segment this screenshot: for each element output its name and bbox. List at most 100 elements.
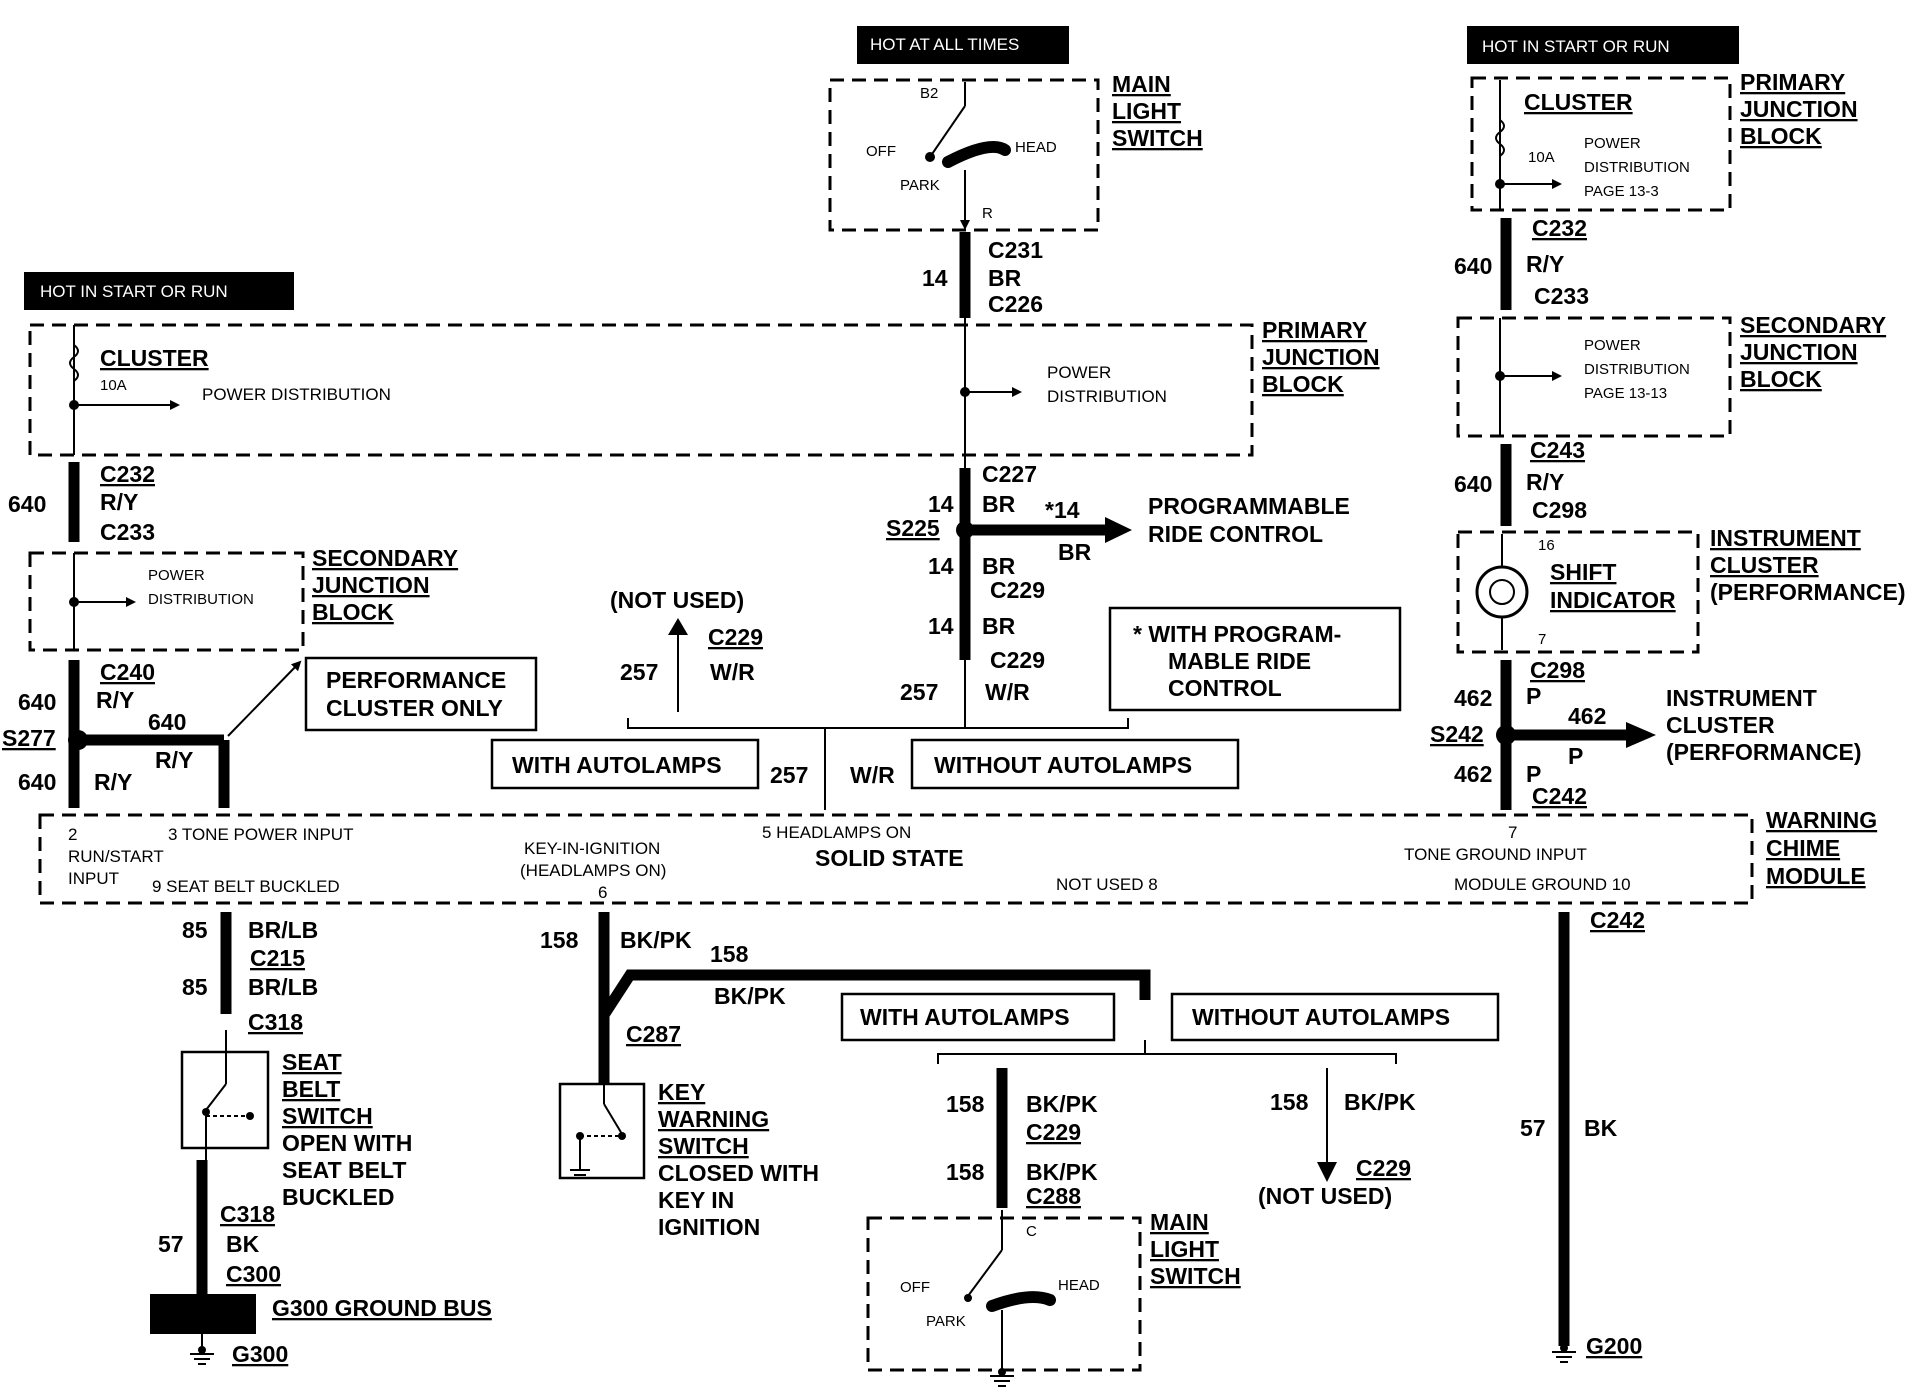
wcm-2: CHIME (1766, 835, 1840, 861)
sb-desc-3: BUCKLED (282, 1184, 394, 1210)
right-primary-junction-block (1470, 76, 1732, 212)
sb-brlb1: BR/LB (248, 917, 318, 943)
prc-1: PROGRAMMABLE (1148, 493, 1350, 519)
left-sjb-3: BLOCK (312, 599, 394, 625)
right-462a: 462 (1454, 685, 1492, 711)
right-p1: P (1526, 683, 1541, 709)
wcm-p2a: 2 (68, 825, 77, 844)
wcm-p7b: TONE GROUND INPUT (1404, 845, 1587, 864)
mls-top-head: HEAD (1015, 139, 1057, 156)
right-462b: 462 (1568, 703, 1606, 729)
right-cluster: CLUSTER (1524, 89, 1633, 115)
pjb-center-pd2: DISTRIBUTION (1047, 387, 1167, 406)
center-wr: W/R (985, 679, 1030, 705)
without-autolamps-bottom (1170, 992, 1500, 1042)
right-sjb-3: BLOCK (1740, 366, 1822, 392)
center-br5: BR (982, 613, 1016, 639)
wcm-solid: SOLID STATE (815, 845, 964, 871)
footnote-3: CONTROL (1168, 675, 1282, 701)
not-used-top-c229: C229 (708, 624, 763, 650)
ic2-2: CLUSTER (1666, 712, 1775, 738)
mls-bot-title-2: LIGHT (1150, 1236, 1219, 1262)
shift-2: INDICATOR (1550, 587, 1676, 613)
center-br3: BR (1058, 539, 1092, 565)
right-462c: 462 (1454, 761, 1492, 787)
mls-bot-head: HEAD (1058, 1277, 1100, 1294)
right-sjb-2: JUNCTION (1740, 339, 1858, 365)
pjb-center-title-3: BLOCK (1262, 371, 1344, 397)
pjb-center-title-2: JUNCTION (1262, 344, 1380, 370)
header-hot-at-all-times-text: HOT AT ALL TIMES (870, 35, 1019, 54)
shift-indicator-lamp (1475, 565, 1529, 619)
sb-title-2: BELT (282, 1076, 340, 1102)
footnote-2: MABLE RIDE (1168, 648, 1311, 674)
al-158a: 158 (946, 1091, 985, 1117)
al-158b: 158 (946, 1159, 985, 1185)
ic-2: CLUSTER (1710, 552, 1819, 578)
mls-top-b2: B2 (920, 85, 938, 102)
right-sjb-1: SECONDARY (1740, 312, 1886, 338)
wcm-p9: 9 SEAT BELT BUCKLED (152, 877, 340, 896)
center-14: 14 (922, 265, 948, 291)
header-left-text: HOT IN START OR RUN (40, 282, 228, 301)
sb-57: 57 (158, 1231, 184, 1257)
center-14d: 14 (928, 613, 954, 639)
right-c298: C298 (1532, 497, 1587, 523)
wcm-p2c: INPUT (68, 869, 119, 888)
mls-bot-c: C (1026, 1223, 1037, 1240)
wcm-p7a: 7 (1508, 823, 1517, 842)
sb-brlb2: BR/LB (248, 974, 318, 1000)
perf-2: CLUSTER ONLY (326, 695, 503, 721)
wcm-p3: 3 TONE POWER INPUT (168, 825, 353, 844)
wcm-key1: KEY-IN-IGNITION (524, 839, 660, 858)
key-warning-switch-box (558, 1082, 646, 1180)
right-pd2: DISTRIBUTION (1584, 159, 1690, 176)
kw-158b: 158 (710, 941, 749, 967)
wcm-nu8: NOT USED 8 (1056, 875, 1158, 894)
al-158c: 158 (1270, 1089, 1309, 1115)
right-pjb-1: PRIMARY (1740, 69, 1845, 95)
center-c226: C226 (988, 291, 1043, 317)
mls-top-title-1: MAIN (1112, 71, 1171, 97)
al-c229: C229 (1026, 1119, 1081, 1145)
header-left-hot-start-run (24, 272, 294, 310)
without-autolamps-top-text: WITHOUT AUTOLAMPS (934, 752, 1192, 778)
left-ry4: R/Y (94, 769, 132, 795)
al-c288: C288 (1026, 1183, 1081, 1209)
left-640b: 640 (18, 689, 56, 715)
wcm-p5: 5 HEADLAMPS ON (762, 823, 911, 842)
left-sjb-1: SECONDARY (312, 545, 458, 571)
kw-title-1: KEY (658, 1079, 705, 1105)
kw-title-3: SWITCH (658, 1133, 749, 1159)
wcm-p6: 6 (598, 883, 607, 902)
instrument-cluster-box (1456, 530, 1700, 654)
wcm-3: MODULE (1766, 863, 1866, 889)
mls-bot-off: OFF (900, 1279, 930, 1296)
header-hot-at-all-times (857, 26, 1069, 64)
kw-c287: C287 (626, 1021, 681, 1047)
sb-gbus: G300 GROUND BUS (272, 1295, 492, 1321)
warning-chime-module (38, 813, 1754, 905)
left-640d: 640 (18, 769, 56, 795)
mls-top-r: R (982, 205, 993, 222)
right-ry1: R/Y (1526, 251, 1564, 277)
with-autolamps-top (490, 738, 760, 790)
not-used-top-wr: W/R (710, 659, 755, 685)
left-secondary-junction-block (28, 551, 305, 652)
right-p7: 7 (1538, 631, 1546, 648)
left-c232: C232 (100, 461, 155, 487)
center-c229a: C229 (990, 577, 1045, 603)
sb-c318b: C318 (220, 1201, 275, 1227)
wcm-p2b: RUN/START (68, 847, 164, 866)
left-c240: C240 (100, 659, 155, 685)
header-right-text: HOT IN START OR RUN (1482, 37, 1670, 56)
performance-cluster-only-box (304, 656, 538, 732)
not-used-top-257: 257 (620, 659, 658, 685)
right-p16: 16 (1538, 537, 1555, 554)
left-ry3: R/Y (155, 747, 193, 773)
left-ry1: R/Y (100, 489, 138, 515)
left-640c: 640 (148, 709, 186, 735)
center-c227: C227 (982, 461, 1037, 487)
mls-top-title-2: LIGHT (1112, 98, 1181, 124)
with-autolamps-bottom-text: WITH AUTOLAMPS (860, 1004, 1070, 1030)
